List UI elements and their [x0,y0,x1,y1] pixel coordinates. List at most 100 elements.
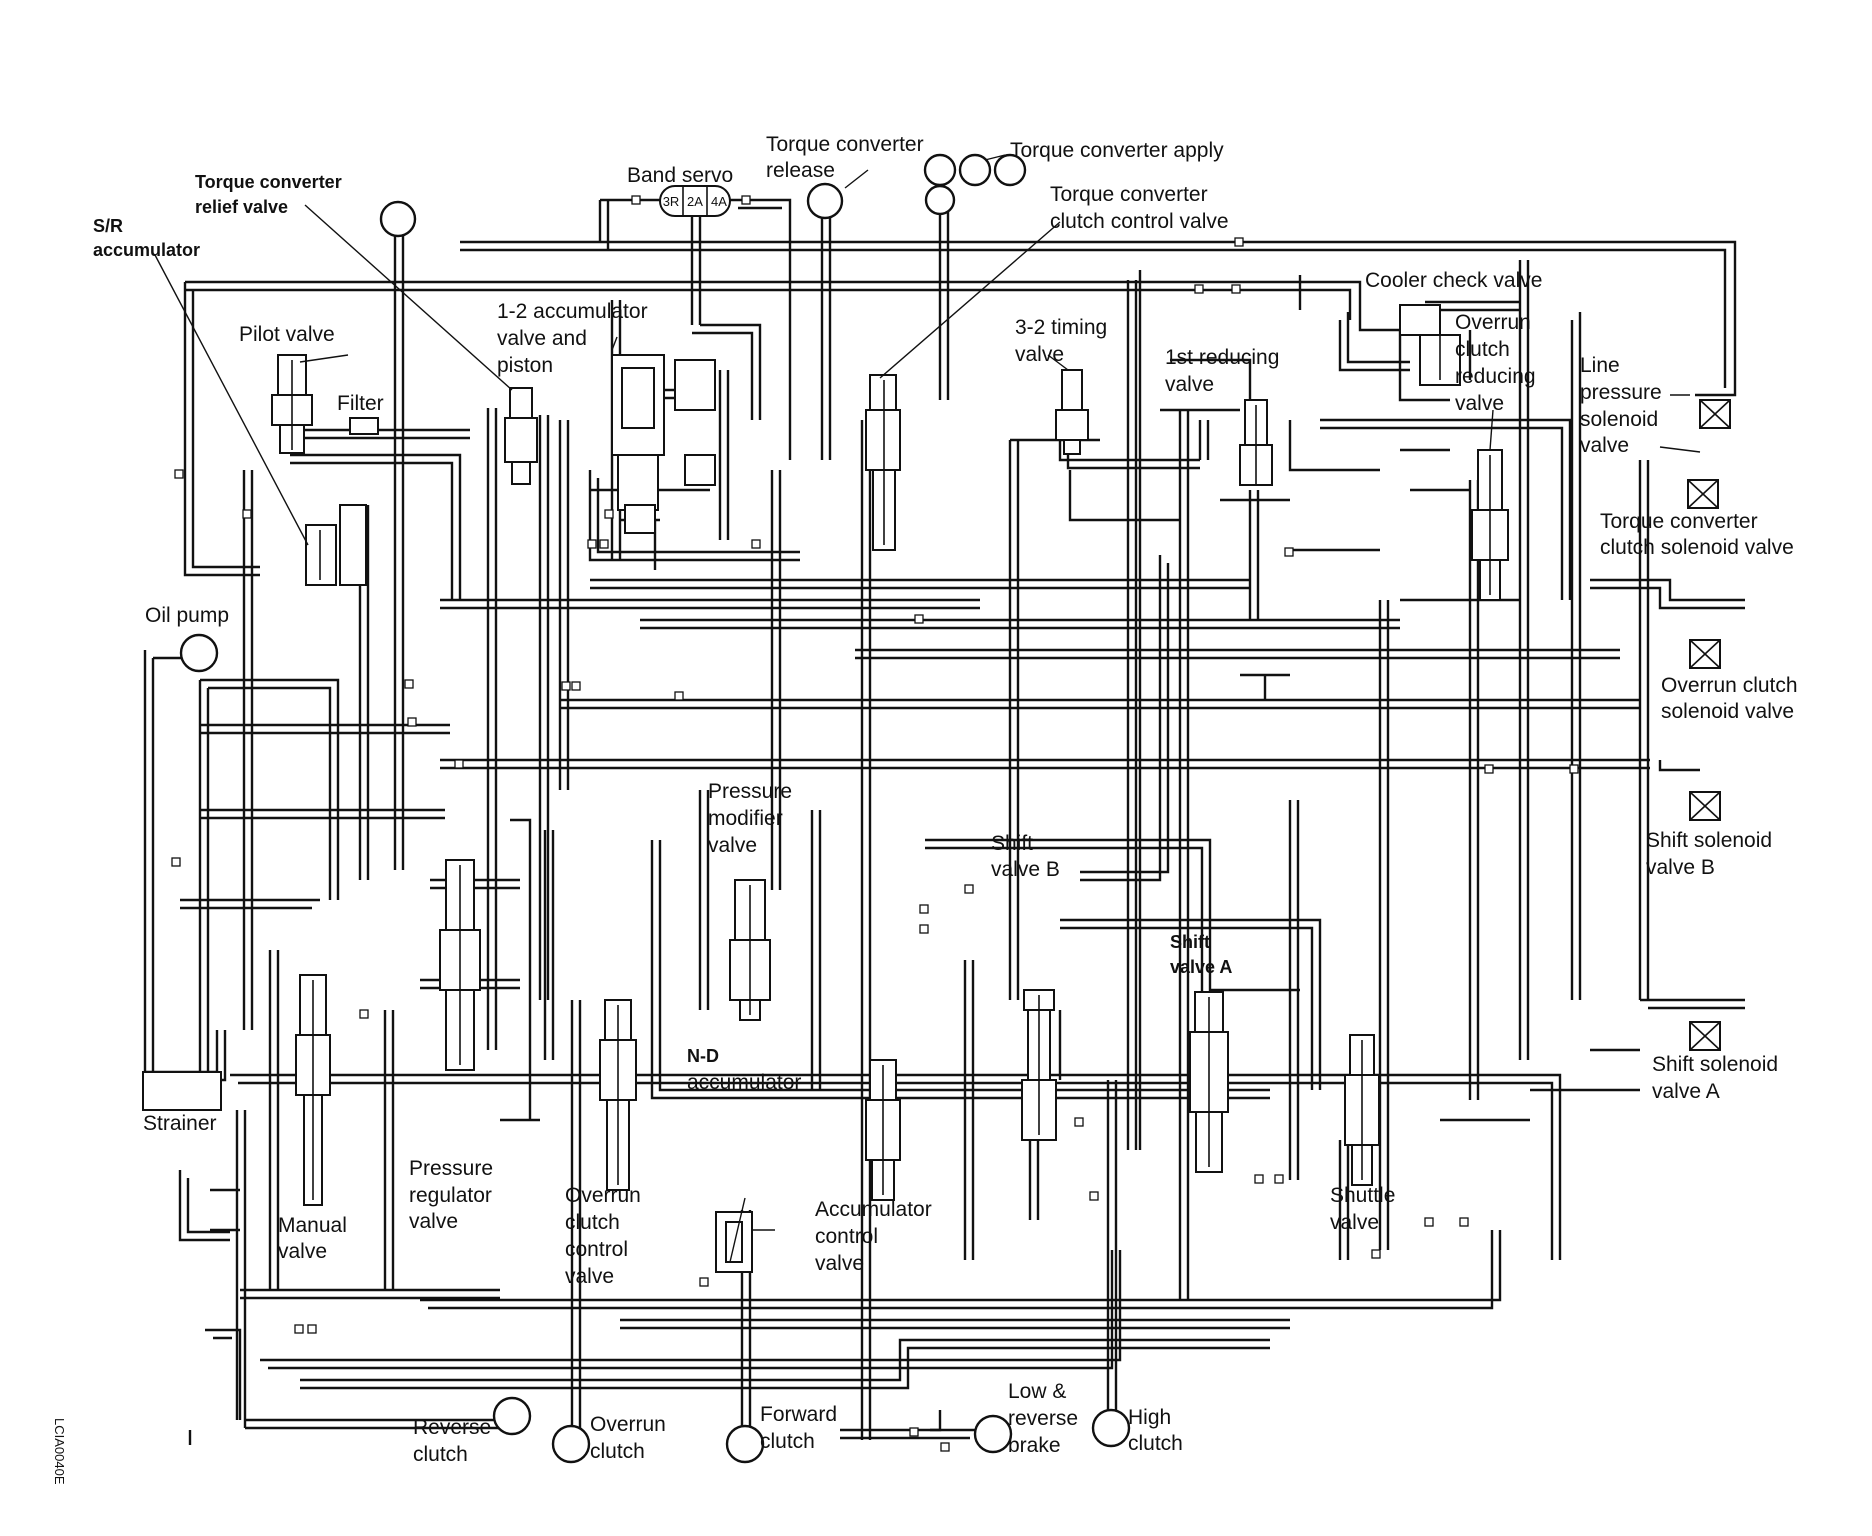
band-servo-code-3r: 3R [663,194,680,209]
label-overrun-clutch-reducing-valve-line-3: reducing [1455,365,1536,388]
label-timing-32-valve-line-2: valve [1015,343,1064,366]
shift-solenoid-b-icon [1689,791,1721,821]
label-nd-accumulator-line-2: accumulator [687,1071,801,1094]
label-pressure-regulator-valve-line-3: valve [409,1210,458,1233]
label-pressure-modifier-valve-line-3: valve [708,834,757,857]
first-reducing-valve-icon [1239,399,1273,486]
band-servo-code-4a: 4A [711,194,727,209]
pressure-modifier-valve-icon [729,879,771,1021]
label-overrun-clutch-control-valve-line-4: valve [565,1265,614,1288]
label-low-reverse-brake-line-2: reverse [1008,1407,1078,1430]
torque-converter-apply-port-1 [923,153,957,187]
label-manual-valve-line-1: Manual [278,1214,347,1237]
label-pressure-regulator-valve-line-1: Pressure [409,1157,493,1180]
label-shift-solenoid-valve-a-line-2: valve A [1652,1080,1720,1103]
label-shuttle-valve-line-2: valve [1330,1211,1379,1234]
label-torque-converter-release-line-1: Torque converter [766,133,924,156]
overrun-clutch-port [551,1424,591,1464]
label-first-reducing-valve-line-1: 1st reducing [1165,346,1279,369]
sr-accumulator-icon [305,504,367,586]
torque-converter-clutch-control-valve-icon [865,374,901,551]
low-reverse-brake-port [973,1414,1013,1454]
label-high-clutch-line-2: clutch [1128,1432,1183,1455]
label-sr-accumulator-line-1: S/R [93,216,123,236]
oil-pump-icon [179,633,219,673]
shuttle-valve-icon [1344,1034,1380,1186]
label-torque-converter-clutch-control-valve-line-2: clutch control valve [1050,210,1229,233]
label-torque-converter-relief-valve-line-1: Torque converter [195,172,342,192]
label-reverse-clutch-line-1: Reverse [413,1416,491,1439]
shift-valve-b-icon [1021,989,1057,1141]
torque-converter-clutch-solenoid-icon [1687,479,1719,509]
strainer-icon [142,1071,222,1111]
label-shift-valve-b-line-2: valve B [991,858,1060,881]
label-shift-valve-b-line-1: Shift [991,832,1033,855]
overrun-clutch-reducing-valve-icon [1471,449,1509,601]
label-line-pressure-solenoid-valve-line-4: valve [1580,434,1629,457]
port-relief-top [379,200,417,238]
accumulator-12-icon [611,354,716,534]
figure-code: LCIA0040E [52,1418,67,1485]
torque-converter-relief-valve-icon [504,387,538,485]
label-forward-clutch-line-1: Forward [760,1403,837,1426]
label-low-reverse-brake-line-1: Low & [1008,1380,1066,1403]
band-servo-code-2a: 2A [687,194,703,209]
label-high-clutch-line-1: High [1128,1406,1171,1429]
label-overrun-clutch-control-valve-line-3: control [565,1238,628,1261]
label-overrun-clutch-reducing-valve-line-4: valve [1455,392,1504,415]
torque-converter-apply-port-2 [958,153,992,187]
label-low-reverse-brake-line-3: brake [1008,1434,1061,1457]
label-overrun-clutch-reducing-valve-line-1: Overrun [1455,311,1531,334]
line-pressure-solenoid-icon [1699,399,1731,429]
label-pressure-regulator-valve-line-2: regulator [409,1184,492,1207]
overrun-clutch-control-valve-icon [599,999,637,1191]
torque-converter-release-port [806,182,844,220]
torque-converter-apply-port-3 [993,153,1027,187]
pilot-valve-icon [271,354,313,454]
label-overrun-clutch-line-1: Overrun [590,1413,666,1436]
cooler-check-valve-icon [1399,304,1461,386]
label-accumulator-control-valve-line-1: Accumulator [815,1198,932,1221]
shift-valve-a-icon [1189,991,1229,1173]
label-accumulator-12-line-1: 1-2 accumulator [497,300,648,323]
label-oil-pump: Oil pump [145,604,229,627]
label-sr-accumulator-line-2: accumulator [93,240,200,260]
label-manual-valve-line-2: valve [278,1240,327,1263]
label-overrun-clutch-control-valve-line-1: Overrun [565,1184,641,1207]
label-shift-solenoid-valve-a-line-1: Shift solenoid [1652,1053,1778,1076]
label-torque-converter-clutch-control-valve-line-1: Torque converter [1050,183,1208,206]
label-nd-accumulator-line-1: N-D [687,1046,719,1066]
label-accumulator-12-line-3: piston [497,354,553,377]
reverse-clutch-port [492,1396,532,1436]
label-line-pressure-solenoid-valve-line-1: Line [1580,354,1620,377]
label-pressure-modifier-valve-line-2: modifier [708,807,783,830]
label-shift-solenoid-valve-b-line-2: valve B [1646,856,1715,879]
t-fitting-icon [1240,673,1290,700]
manual-valve-icon [295,974,331,1206]
timing-32-valve-icon [1055,369,1089,455]
label-torque-converter-clutch-solenoid-valve-line-2: clutch solenoid valve [1600,536,1794,559]
filter-icon [349,417,379,435]
label-pressure-modifier-valve-line-1: Pressure [708,780,792,803]
label-line-pressure-solenoid-valve-line-3: solenoid [1580,408,1658,431]
label-overrun-clutch-solenoid-valve-line-1: Overrun clutch [1661,674,1798,697]
label-overrun-clutch-solenoid-valve-line-2: solenoid valve [1661,700,1794,723]
label-band-servo: Band servo [627,164,733,187]
label-cooler-check-valve: Cooler check valve [1365,269,1542,292]
nd-accumulator-icon [715,1211,775,1273]
label-shift-solenoid-valve-b-line-1: Shift solenoid [1646,829,1772,852]
label-shift-valve-a-line-2: valve A [1170,957,1232,977]
band-servo-icon: 3R 2A 4A [659,185,731,217]
label-accumulator-control-valve-line-2: control [815,1225,878,1248]
label-line-pressure-solenoid-valve-line-2: pressure [1580,381,1662,404]
label-accumulator-12-line-2: valve and [497,327,587,350]
label-torque-converter-apply: Torque converter apply [1010,139,1224,162]
label-forward-clutch-line-2: clutch [760,1430,815,1453]
orifices [171,195,1579,1452]
label-torque-converter-release-line-2: release [766,159,835,182]
label-strainer: Strainer [143,1112,217,1135]
overrun-clutch-solenoid-icon [1689,639,1721,669]
label-accumulator-control-valve-line-3: valve [815,1252,864,1275]
accumulator-control-valve-icon [865,1059,901,1201]
